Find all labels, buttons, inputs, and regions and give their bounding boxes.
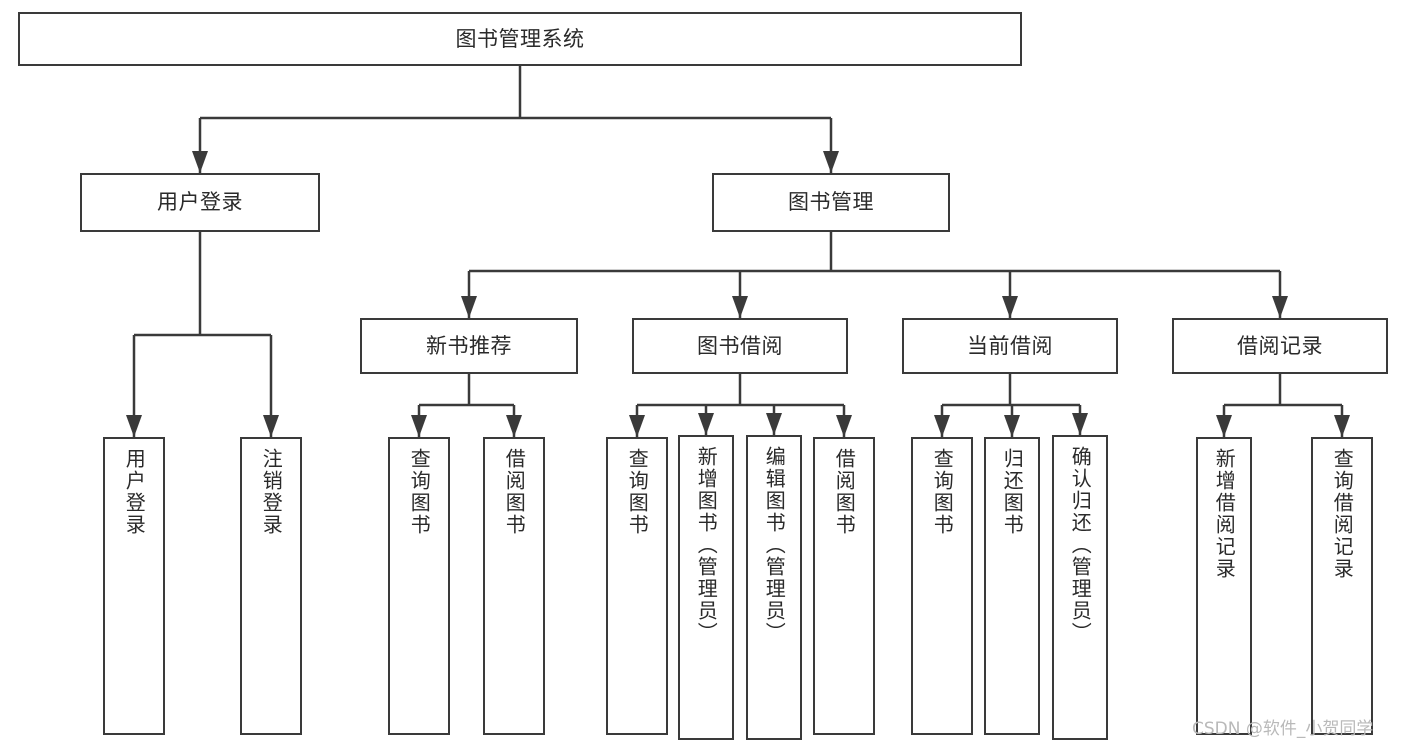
node-label: 用户登录	[122, 448, 147, 536]
node-label: 借阅记录	[1237, 333, 1323, 358]
leaf-add-borrowing-record[interactable]: 新增借阅记录	[1196, 437, 1252, 735]
node-label: 当前借阅	[967, 333, 1053, 358]
node-label: 编辑图书（管理员）	[762, 446, 787, 644]
leaf-edit-book-admin[interactable]: 编辑图书（管理员）	[746, 435, 802, 740]
node-label: 查询借阅记录	[1330, 448, 1355, 580]
leaf-borrow-book-recommendation[interactable]: 借阅图书	[483, 437, 545, 735]
node-label: 借阅图书	[832, 448, 857, 536]
node-borrowing-records[interactable]: 借阅记录	[1172, 318, 1388, 374]
node-label: 借阅图书	[502, 448, 527, 536]
leaf-return-book[interactable]: 归还图书	[984, 437, 1040, 735]
node-user-login[interactable]: 用户登录	[80, 173, 320, 232]
node-label: 新增图书（管理员）	[694, 446, 719, 644]
node-label: 查询图书	[407, 448, 432, 536]
csdn-watermark: CSDN @软件_小贺同学	[1192, 719, 1374, 739]
node-label: 图书借阅	[697, 333, 783, 358]
leaf-query-book-current[interactable]: 查询图书	[911, 437, 973, 735]
node-label: 注销登录	[259, 448, 284, 536]
node-label: 归还图书	[1000, 448, 1025, 536]
node-book-management[interactable]: 图书管理	[712, 173, 950, 232]
node-label: 图书管理系统	[455, 26, 585, 51]
leaf-logout[interactable]: 注销登录	[240, 437, 302, 735]
node-label: 查询图书	[625, 448, 650, 536]
node-new-book-recommendation[interactable]: 新书推荐	[360, 318, 578, 374]
leaf-borrow-book[interactable]: 借阅图书	[813, 437, 875, 735]
node-label: 查询图书	[930, 448, 955, 536]
leaf-user-login[interactable]: 用户登录	[103, 437, 165, 735]
node-label: 图书管理	[788, 190, 874, 215]
node-label: 新书推荐	[426, 333, 512, 358]
node-book-borrowing[interactable]: 图书借阅	[632, 318, 848, 374]
leaf-confirm-return-admin[interactable]: 确认归还（管理员）	[1052, 435, 1108, 740]
node-label: 确认归还（管理员）	[1068, 446, 1093, 644]
leaf-add-book-admin[interactable]: 新增图书（管理员）	[678, 435, 734, 740]
leaf-query-book-recommendation[interactable]: 查询图书	[388, 437, 450, 735]
leaf-query-book-borrowing[interactable]: 查询图书	[606, 437, 668, 735]
node-current-borrowing[interactable]: 当前借阅	[902, 318, 1118, 374]
node-root-system[interactable]: 图书管理系统	[18, 12, 1022, 66]
node-label: 用户登录	[157, 190, 243, 215]
node-label: 新增借阅记录	[1212, 448, 1237, 580]
leaf-query-borrowing-record[interactable]: 查询借阅记录	[1311, 437, 1373, 735]
